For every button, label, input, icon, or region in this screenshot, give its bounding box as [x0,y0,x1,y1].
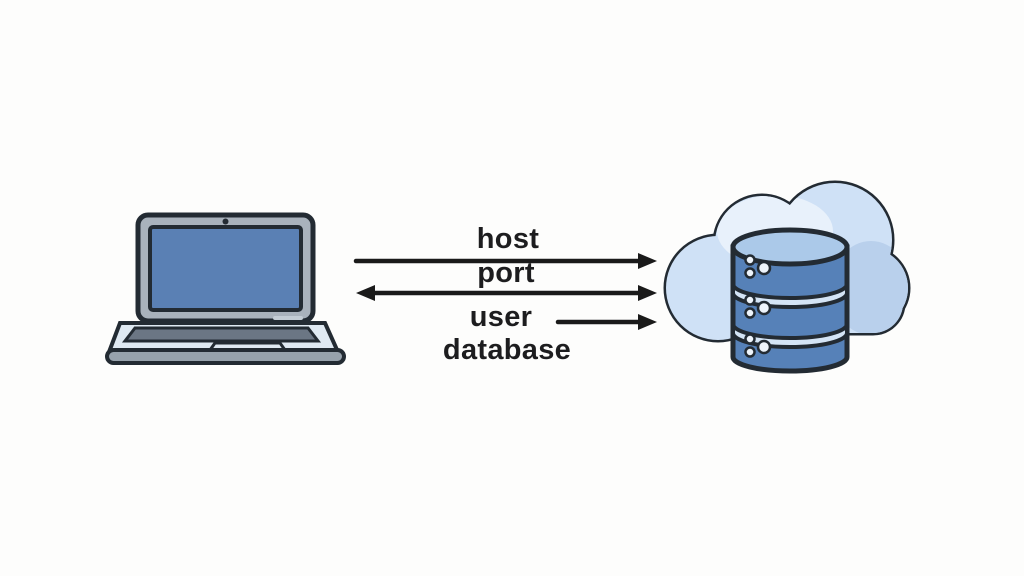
database-top [730,227,850,267]
database-dots-3 [744,333,772,358]
laptop-keyboard [121,326,322,343]
laptop-screen [148,225,303,312]
database-dots-2 [744,294,772,319]
user-arrow [555,314,657,330]
label-database: database [442,334,572,366]
laptop-graphic [105,212,346,365]
laptop-icon [105,198,365,370]
cloud-database-icon [663,173,968,385]
port-arrow [356,285,657,301]
laptop-camera-dot [222,218,229,225]
laptop-bezel-highlight [273,316,303,320]
cloud-database-graphic [663,180,911,374]
laptop-front-edge [105,348,346,365]
label-host: host [476,223,540,255]
cloud-shadow [831,241,908,335]
label-user: user [469,301,533,333]
label-port: port [477,257,535,289]
database-dots-1 [744,254,772,279]
host-arrow [353,253,657,269]
